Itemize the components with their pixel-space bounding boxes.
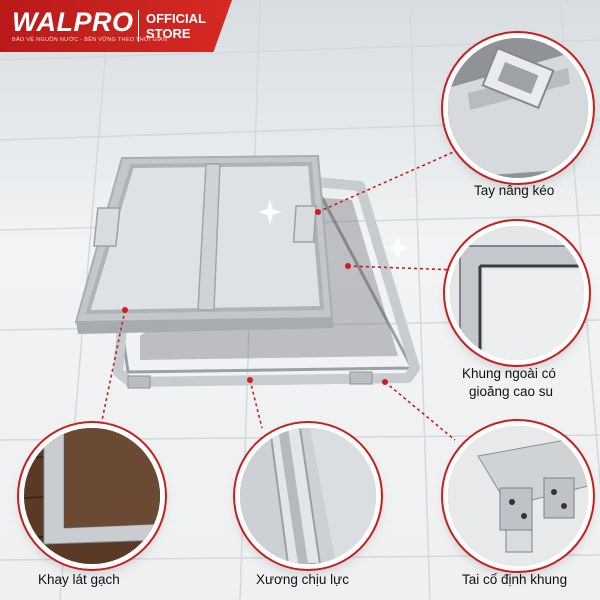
load-rib-photo [240,428,376,564]
outer-frame-label-line2: gioăng cao su [469,384,554,399]
brand-logo: WALPRO [12,7,134,37]
fixing-ear-photo [448,426,588,566]
brand-banner [0,0,232,52]
brand-divider [138,10,139,42]
tile-tray-label: Khay lát gạch [38,572,120,587]
access-cover-illustration [74,154,420,389]
load-rib-detail [240,428,376,564]
fixing-ear-detail [448,426,588,566]
official-store-badge: OFFICIAL STORE [146,11,206,41]
outer-frame-detail [450,226,584,360]
load-rib-label: Xương chịu lực [256,572,349,587]
brand-tagline: BẢO VỆ NGUỒN NƯỚC - BỀN VỮNG THEO THỜI G… [12,37,168,43]
lift-handle-label: Tay nâng kéo [474,183,555,198]
tile-tray-photo [24,428,160,564]
store-line-2: STORE [146,26,191,41]
store-line-1: OFFICIAL [146,11,206,26]
outer-frame-photo [450,226,584,360]
lift-handle-photo [448,38,588,178]
fixing-ear-label: Tai cố định khung [462,572,568,587]
outer-frame-label-line1: Khung ngoài có [462,366,556,381]
tile-tray-detail [24,428,160,564]
lift-handle-detail [448,38,588,178]
